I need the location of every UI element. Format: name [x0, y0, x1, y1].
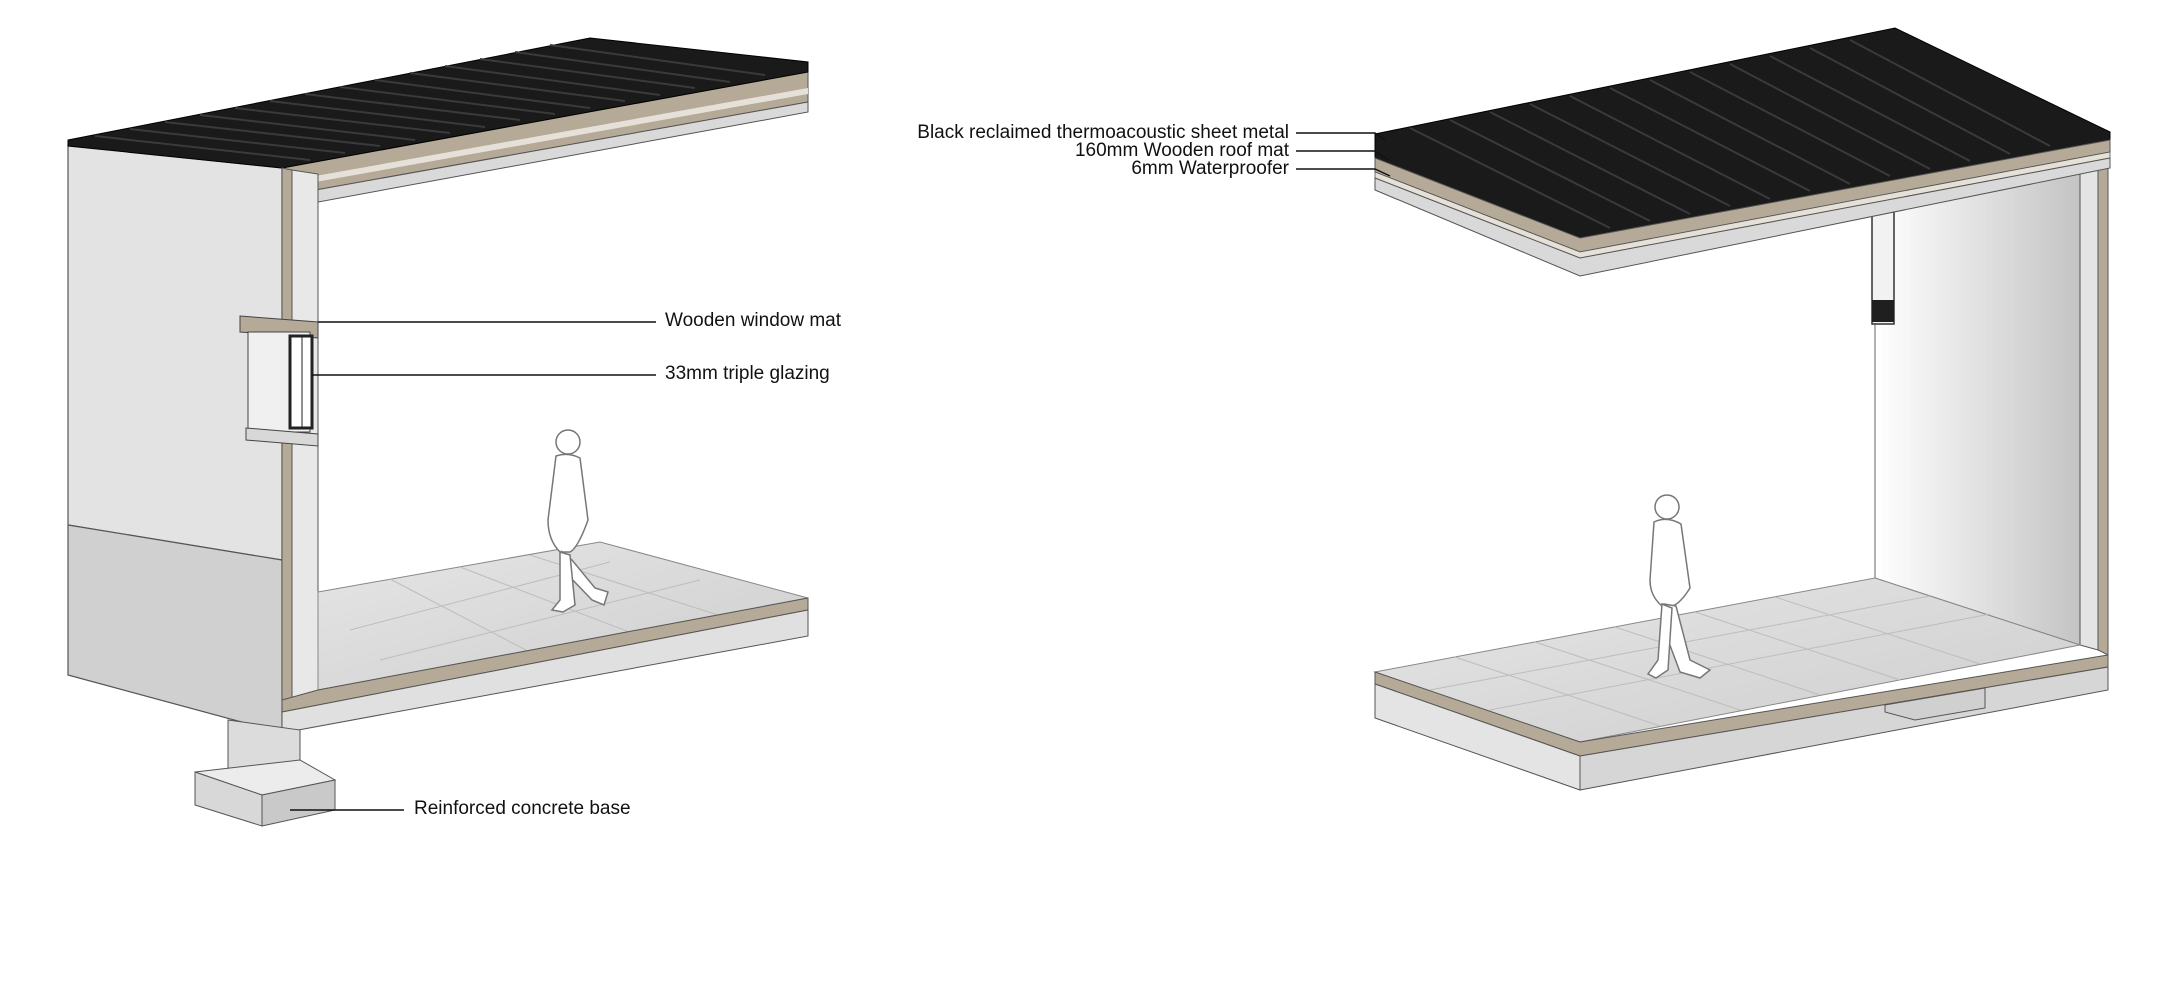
right-back-wall	[1874, 169, 2081, 646]
callout-leaders	[290, 132, 1391, 811]
right-floor-tile-joints	[1429, 595, 1991, 727]
label-window-mat: Wooden window mat	[665, 310, 842, 331]
right-section	[1373, 27, 2111, 791]
left-outer-wall-lower	[67, 524, 283, 734]
left-floor-tile-joints	[349, 554, 741, 661]
left-floor-slab-edge	[281, 609, 809, 734]
right-roof-ceiling	[1374, 157, 2111, 277]
label-roof-mat: 160mm Wooden roof mat	[1074, 140, 1289, 161]
leader-sheet-metal	[1296, 132, 1386, 141]
left-section	[67, 37, 809, 827]
left-window	[239, 315, 319, 447]
left-person-figure	[547, 429, 609, 613]
right-footing	[1884, 687, 1986, 721]
window-sill	[245, 427, 319, 447]
right-wall-lining	[2079, 159, 2099, 651]
left-roof-ridges	[94, 44, 766, 161]
leader-waterproofer	[1296, 168, 1391, 177]
label-glazing: 33mm triple glazing	[665, 363, 830, 384]
leader-roof-mat	[1296, 150, 1389, 161]
label-concrete-base: Reinforced concrete base	[414, 798, 631, 819]
left-roof-insulation-layer	[282, 88, 808, 188]
label-sheet-metal: Black reclaimed thermoacoustic sheet met…	[917, 122, 1289, 143]
window-glazing	[288, 334, 314, 430]
label-waterproofer: 6mm Waterproofer	[1131, 158, 1289, 179]
right-person-figure	[1646, 494, 1712, 679]
right-roof-ridges	[1409, 39, 2051, 229]
right-wall-wood-core	[2097, 155, 2109, 656]
left-roof-sheet-metal	[67, 37, 809, 169]
